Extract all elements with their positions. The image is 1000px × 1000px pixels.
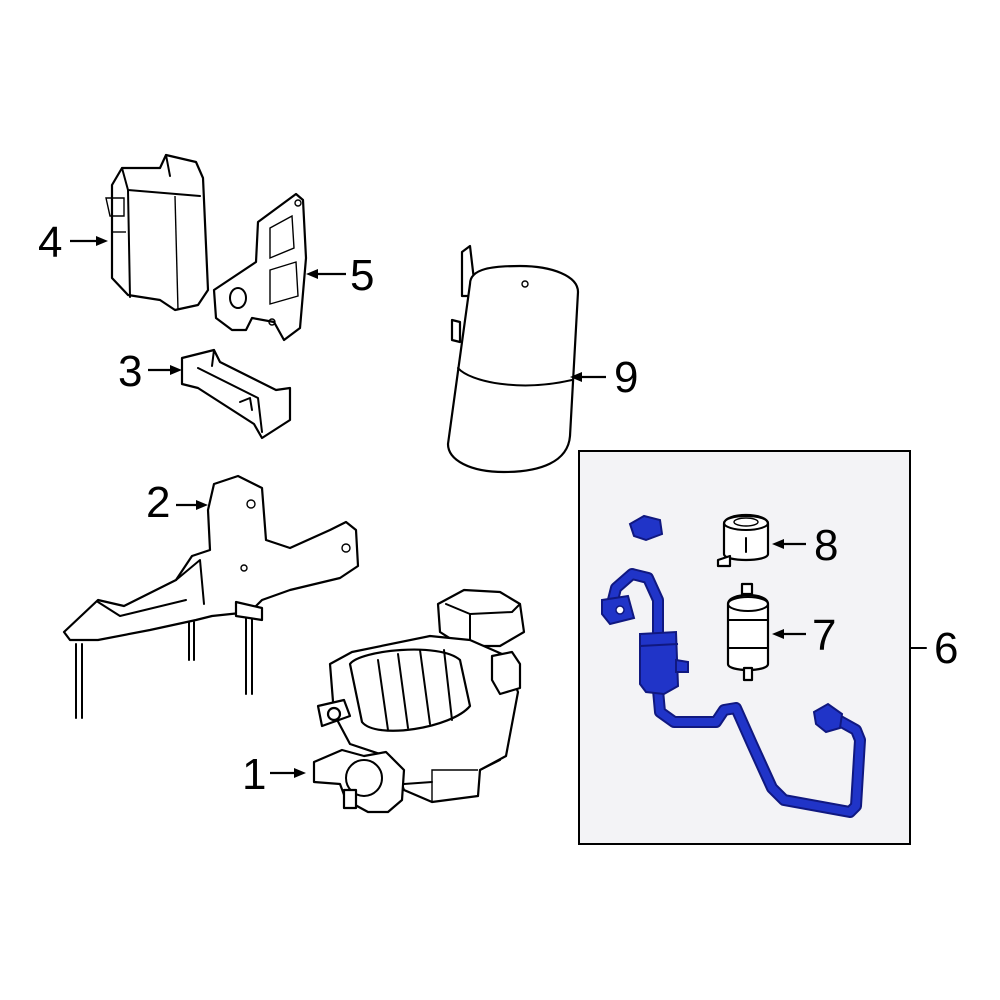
part-9-air-reservoir[interactable] xyxy=(446,244,580,474)
callout-3: 3 xyxy=(118,347,142,396)
part-5-mounting-bracket[interactable] xyxy=(212,192,308,342)
callout-8: 8 xyxy=(814,521,838,570)
part-3-support-bracket[interactable] xyxy=(180,348,292,440)
part-2-compressor-bracket[interactable] xyxy=(62,474,360,719)
part-8-filter-cap[interactable] xyxy=(716,514,770,568)
callout-2: 2 xyxy=(146,478,170,527)
part-1-air-compressor[interactable] xyxy=(312,588,526,814)
part-6-air-line[interactable] xyxy=(601,514,866,818)
callout-5: 5 xyxy=(350,251,374,300)
leader-arrows xyxy=(70,236,806,778)
callout-4: 4 xyxy=(38,218,62,267)
callout-9: 9 xyxy=(614,353,638,402)
callout-1: 1 xyxy=(242,750,266,799)
callout-7: 7 xyxy=(812,611,836,660)
callout-6: 6 xyxy=(934,624,958,673)
part-4-control-module[interactable] xyxy=(105,153,210,312)
part-7-inline-filter[interactable] xyxy=(726,582,770,682)
